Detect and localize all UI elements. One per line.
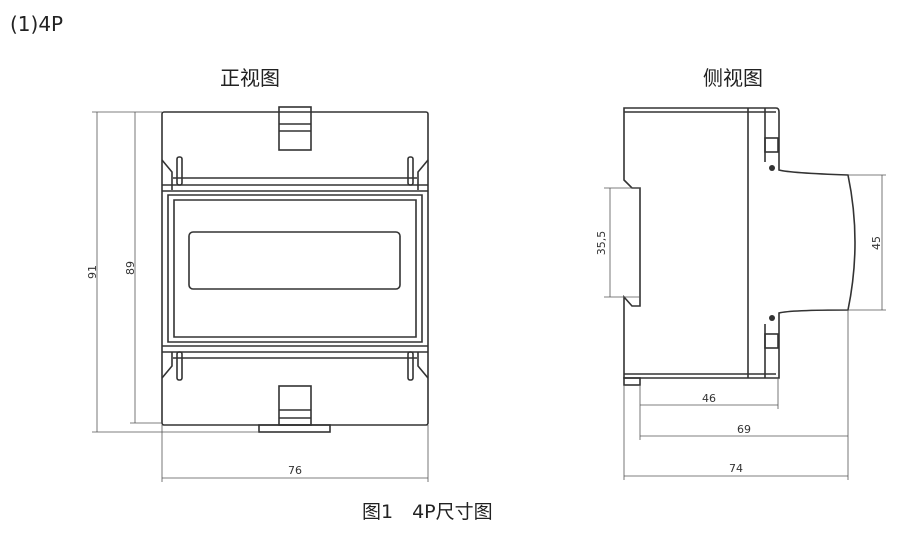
figure-caption: 图1 4P尺寸图 — [362, 501, 493, 523]
dim-35-5: 35,5 — [595, 231, 608, 256]
section-heading: (1)4P — [10, 12, 64, 36]
dim-91: 91 — [86, 265, 99, 279]
front-view-title: 正视图 — [220, 66, 280, 90]
side-view — [623, 107, 856, 386]
dim-76: 76 — [288, 464, 302, 477]
front-dimensions: 91 89 76 — [86, 111, 429, 482]
dim-45: 45 — [870, 236, 883, 250]
dim-74: 74 — [729, 462, 743, 475]
dim-89: 89 — [124, 261, 137, 275]
front-view — [161, 106, 429, 433]
side-dimensions: 35,5 45 46 69 74 — [595, 174, 886, 480]
side-view-title: 侧视图 — [703, 66, 763, 90]
dim-46: 46 — [702, 392, 716, 405]
dim-69: 69 — [737, 423, 751, 436]
